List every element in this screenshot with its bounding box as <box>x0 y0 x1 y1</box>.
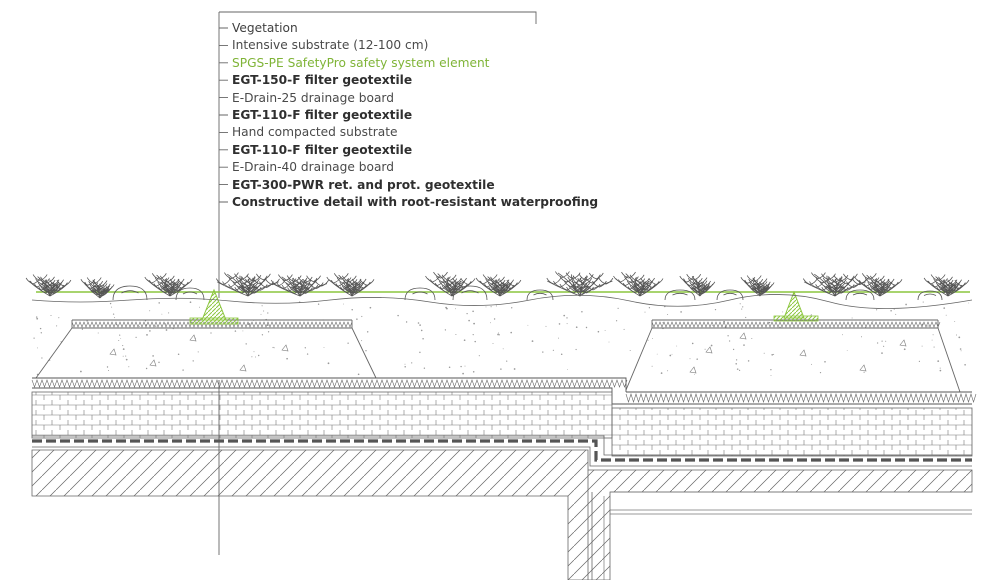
layer-label: E-Drain-25 drainage board <box>232 90 394 105</box>
root-resistant-waterproofing <box>32 435 972 467</box>
layer-label: SPGS-PE SafetyPro safety system element <box>232 55 490 70</box>
intensive-substrate-layer <box>32 298 972 380</box>
layer-label: Vegetation <box>232 21 298 35</box>
layer-label: EGT-110-F filter geotextile <box>232 108 413 122</box>
layer-label: EGT-110-F filter geotextile <box>232 142 413 157</box>
substrate-surface-line <box>31 294 973 309</box>
layer-label: Constructive detail with root-resistant … <box>232 195 599 209</box>
layer-label: EGT-150-F filter geotextile <box>232 73 413 88</box>
layer-label: Intensive substrate (12-100 cm) <box>232 38 429 53</box>
layer-label: EGT-300-PWR ret. and prot. geotextile <box>232 177 495 192</box>
concrete-slab <box>31 449 973 580</box>
hand-compacted-mounds <box>35 319 961 393</box>
constructive-detail-layer <box>31 391 973 457</box>
layer-label: Hand compacted substrate <box>232 125 398 140</box>
layer-label: E-Drain-40 drainage board <box>232 160 394 175</box>
vegetation-layer <box>25 271 970 301</box>
